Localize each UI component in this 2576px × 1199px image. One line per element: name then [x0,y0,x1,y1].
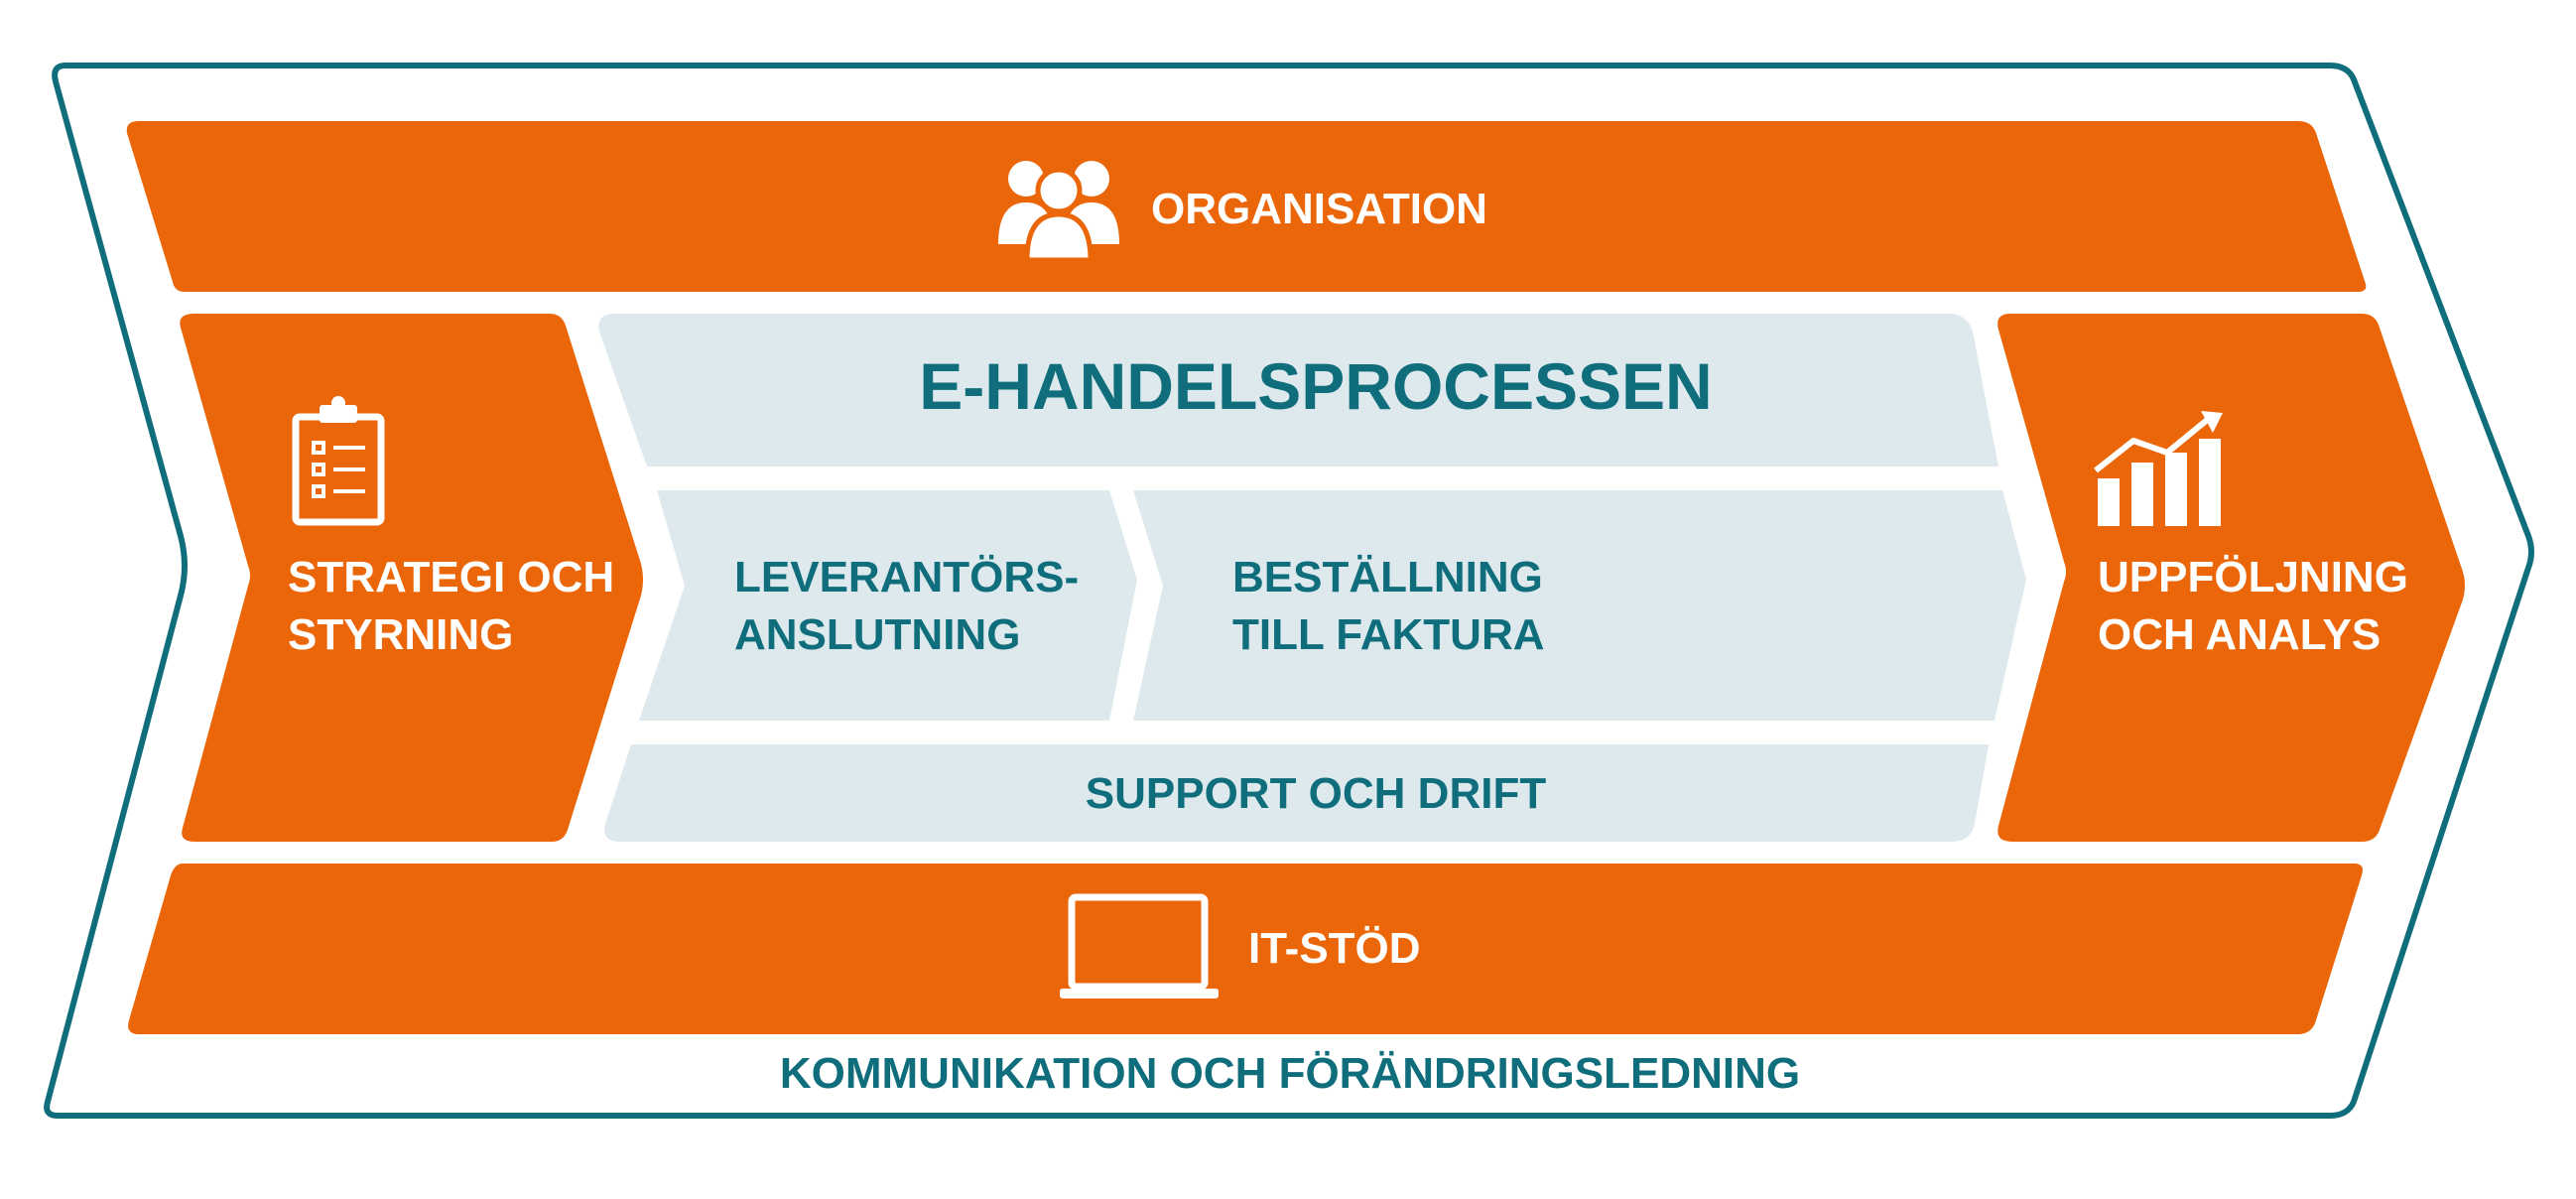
step1-label-line1: LEVERANTÖRS- [734,553,1079,601]
strategy-block: STRATEGI OCH STYRNING [180,314,644,842]
support-label: SUPPORT OCH DRIFT [1086,769,1547,818]
step2-label-line2: TILL FAKTURA [1232,610,1545,659]
followup-block-shape [1997,314,2465,842]
communication-label: KOMMUNIKATION OCH FÖRÄNDRINGSLEDNING [780,1049,1800,1098]
core-process: E-HANDELSPROCESSEN LEVERANTÖRS- ANSLUTNI… [598,314,2026,842]
organisation-band: ORGANISATION [126,121,2367,292]
followup-label-line2: OCH ANALYS [2098,610,2381,659]
support-bar [604,744,1989,842]
it-support-band: IT-STÖD [128,864,2364,1034]
it-support-label: IT-STÖD [1248,924,1421,973]
core-title-bar [598,314,1999,466]
core-title: E-HANDELSPROCESSEN [919,349,1712,423]
step1-label-line2: ANSLUTNING [734,610,1020,659]
people-group-icon [998,161,1119,263]
organisation-band-shape [126,121,2367,292]
followup-block: UPPFÖLJNING OCH ANALYS [1997,314,2465,842]
step2-label-line1: BESTÄLLNING [1232,553,1543,601]
clipboard-checklist-icon [292,396,385,526]
step-order-to-invoice [1133,490,2026,721]
organisation-label: ORGANISATION [1151,185,1487,233]
strategy-label-line1: STRATEGI OCH [288,553,614,601]
followup-label-line1: UPPFÖLJNING [2098,553,2408,601]
step-supplier-onboarding [639,490,1137,721]
strategy-label-line2: STYRNING [288,610,513,659]
it-support-band-shape [128,864,2364,1034]
bar-chart-trend-icon [2094,411,2223,526]
laptop-icon [1060,893,1219,999]
